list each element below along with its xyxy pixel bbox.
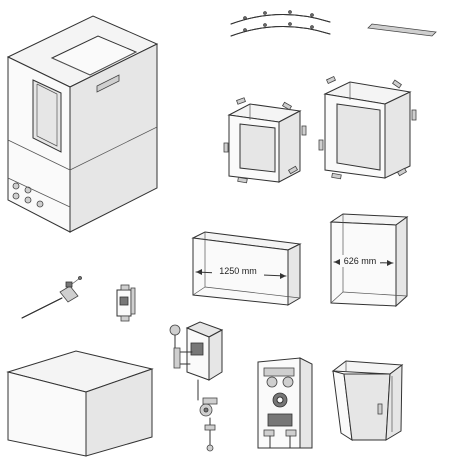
duct-box-long: 1250 mm bbox=[191, 231, 302, 306]
duct-box-short: 626 mm bbox=[329, 213, 409, 308]
front-window bbox=[32, 79, 62, 153]
side-handle bbox=[96, 74, 120, 93]
length-dimension-label: 1250 mm bbox=[219, 266, 257, 276]
flat-strip bbox=[367, 23, 437, 37]
pump-station bbox=[257, 357, 313, 449]
duct-frame-large bbox=[318, 75, 417, 180]
duct-frame-small bbox=[223, 97, 307, 184]
pipe-connections bbox=[12, 182, 44, 208]
curved-rails bbox=[230, 10, 331, 37]
base-cube bbox=[6, 350, 154, 457]
pump-group bbox=[169, 321, 224, 452]
heat-pump-unit bbox=[6, 15, 159, 233]
immersion-heater bbox=[21, 276, 82, 319]
width-dimension-label: 626 mm bbox=[344, 256, 377, 266]
corner-casing bbox=[331, 360, 404, 441]
circuit-breaker bbox=[116, 284, 136, 322]
